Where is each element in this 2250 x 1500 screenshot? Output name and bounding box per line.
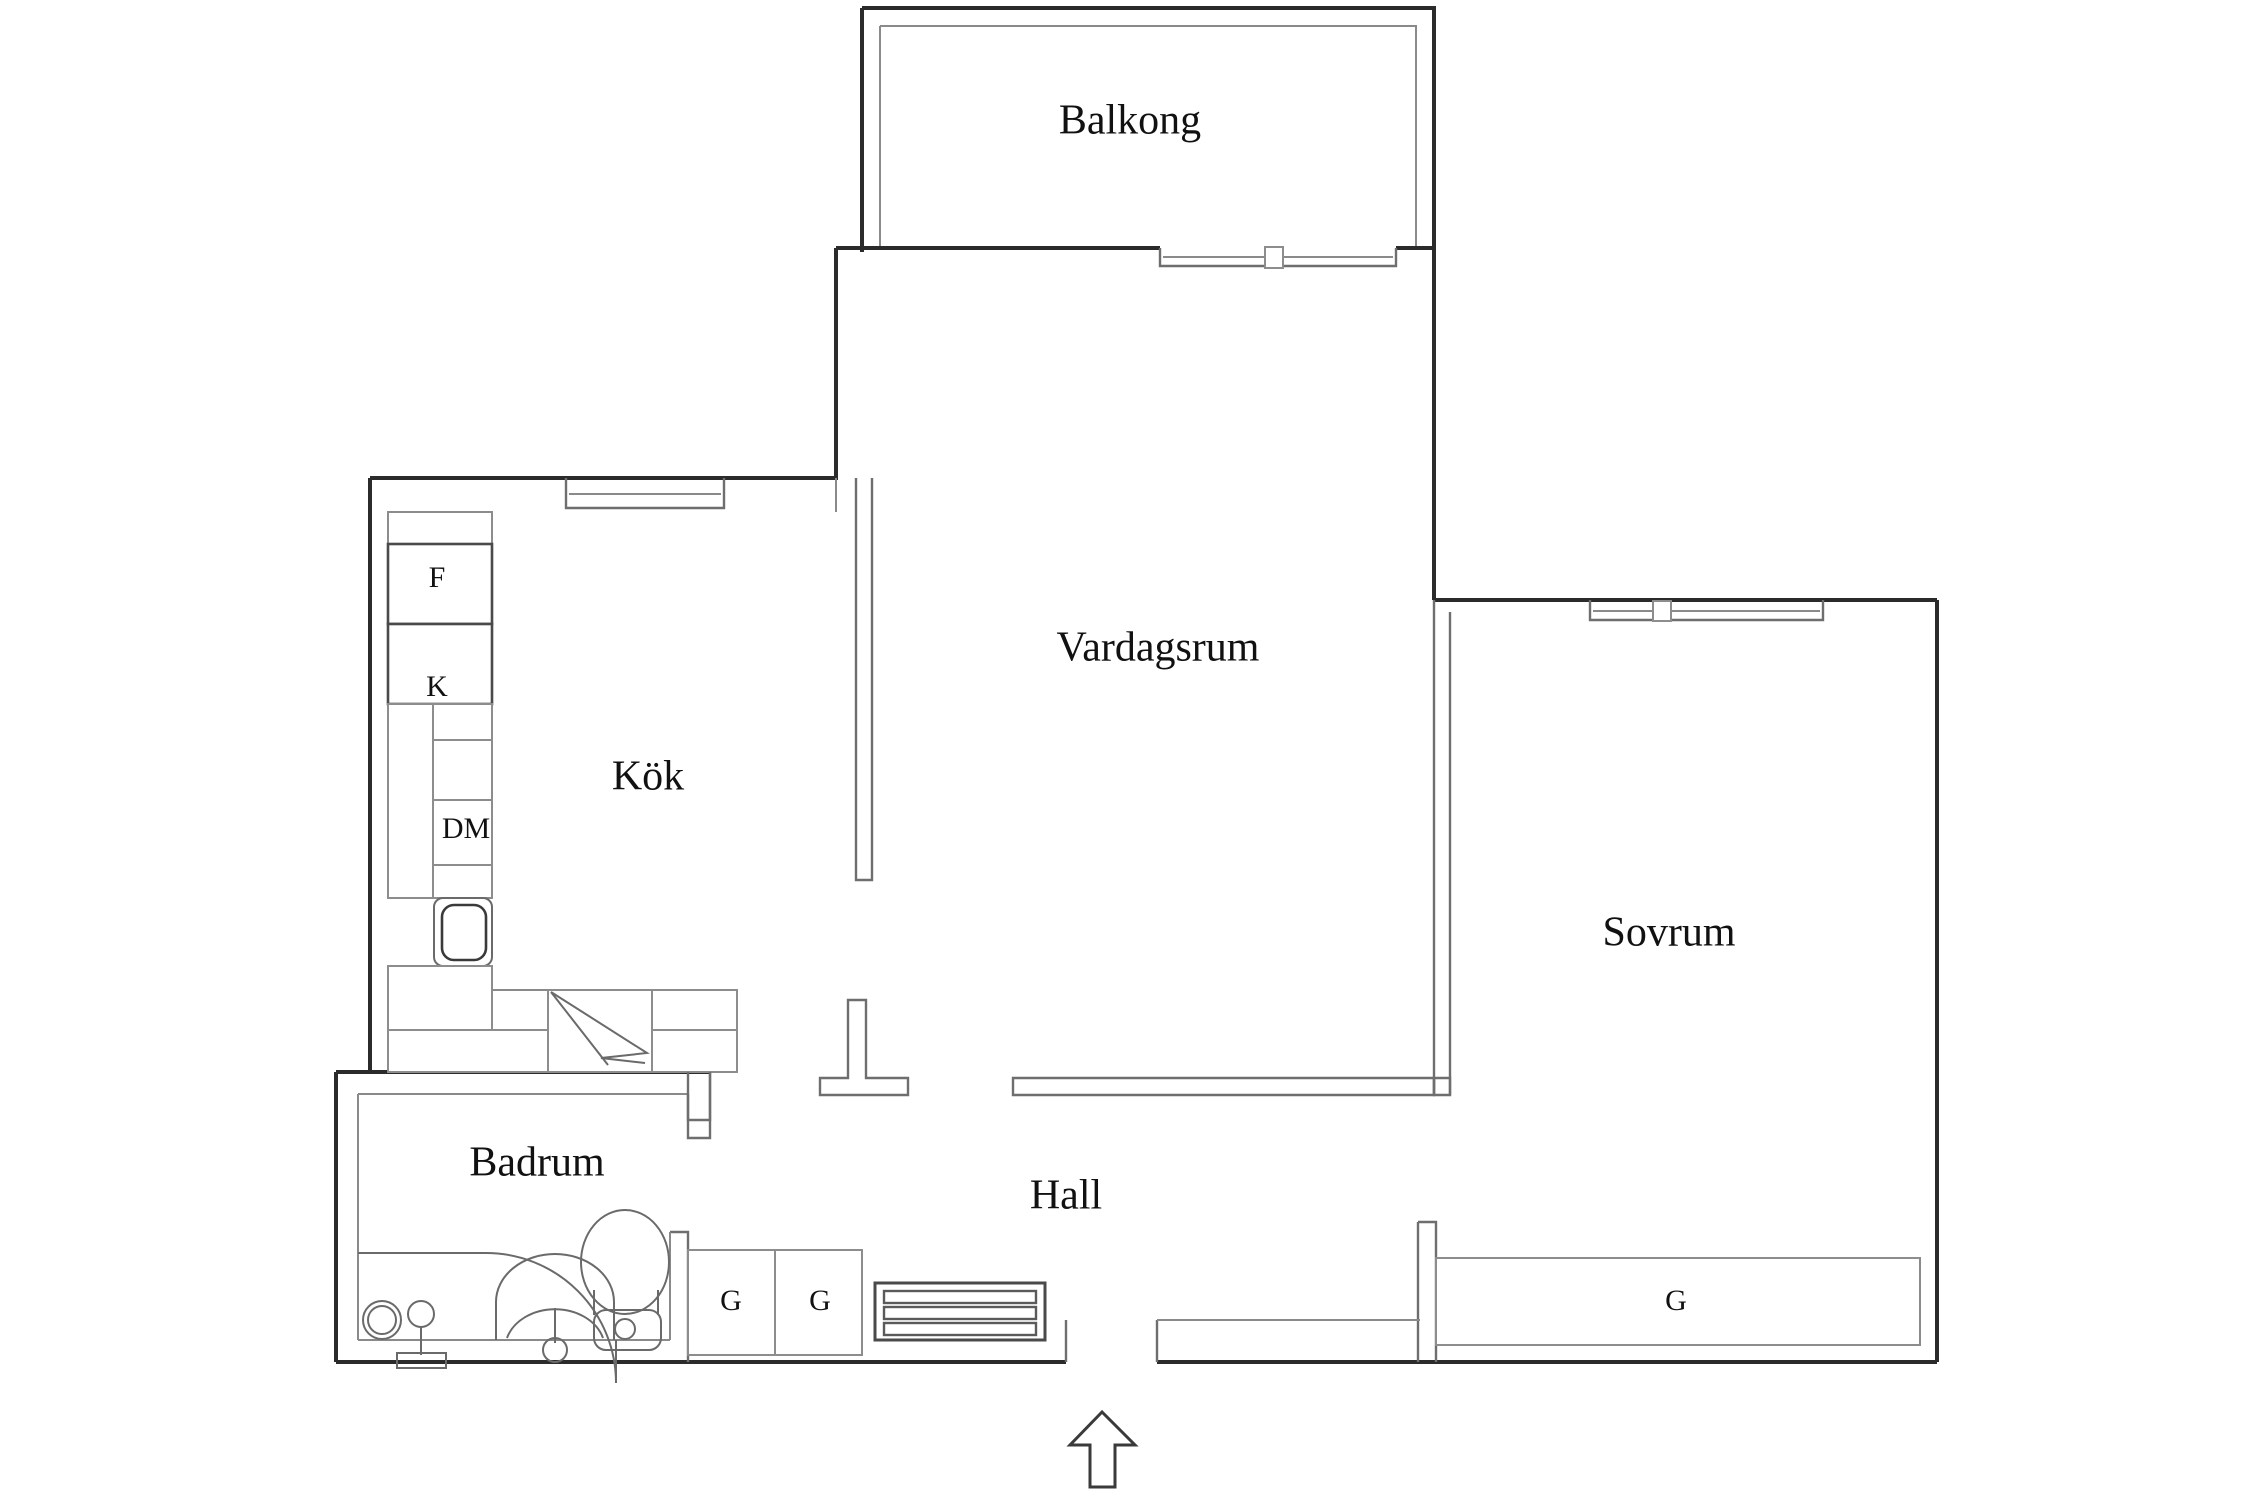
living-room-hall-wall: [1011, 1076, 1452, 1097]
bedroom-closet: [1435, 1257, 1921, 1346]
closet-label-hall-2: G: [809, 1284, 831, 1317]
toilet: [580, 1209, 670, 1351]
shower-mixer: [396, 1300, 447, 1369]
living-room-kitchen-partition: [854, 478, 874, 882]
stove-hob: [547, 989, 653, 1073]
hall-wall-stub: [818, 998, 910, 1097]
freezer-cabinet: [386, 622, 494, 706]
corner-shower: [358, 1252, 617, 1384]
hall-closet-2: [774, 1249, 863, 1356]
floor-drain: [362, 1300, 402, 1340]
washbasin: [495, 1253, 615, 1363]
apartment-outer-walls: [334, 246, 1939, 1364]
bedroom-window: [1588, 600, 1825, 622]
appliance-label-dishwasher: DM: [442, 812, 490, 845]
room-label-kok: Kök: [612, 754, 684, 800]
closet-label-bedroom: G: [1665, 1284, 1687, 1317]
appliance-label-freezer: K: [426, 670, 448, 703]
bedroom-window-handle-icon: [1652, 600, 1672, 622]
hall-closet-1: [687, 1249, 776, 1356]
refrigerator-cabinet: [386, 542, 494, 626]
room-label-badrum: Badrum: [469, 1140, 605, 1186]
closet-label-hall-1: G: [720, 1284, 742, 1317]
radiator: [873, 1281, 1047, 1342]
hall-closets: [687, 1249, 863, 1356]
room-label-vardagsrum: Vardagsrum: [1057, 625, 1260, 671]
balcony-door-handle-icon: [1264, 246, 1284, 269]
balcony-room: [860, 6, 1436, 252]
entrance-door-jambs: [1064, 1319, 1420, 1362]
room-label-balkong: Balkong: [1059, 98, 1201, 144]
kitchen-sink: [433, 897, 493, 967]
room-label-hall: Hall: [1030, 1173, 1102, 1219]
entrance-direction-arrow: [1066, 1409, 1139, 1489]
room-label-sovrum: Sovrum: [1602, 910, 1735, 956]
balcony-door-window: [1158, 246, 1398, 269]
kitchen-window: [564, 478, 726, 510]
bedroom-left-wall: [1416, 600, 1452, 1362]
appliance-label-fridge: F: [429, 561, 446, 594]
kitchen-cabinets: [386, 511, 738, 1122]
